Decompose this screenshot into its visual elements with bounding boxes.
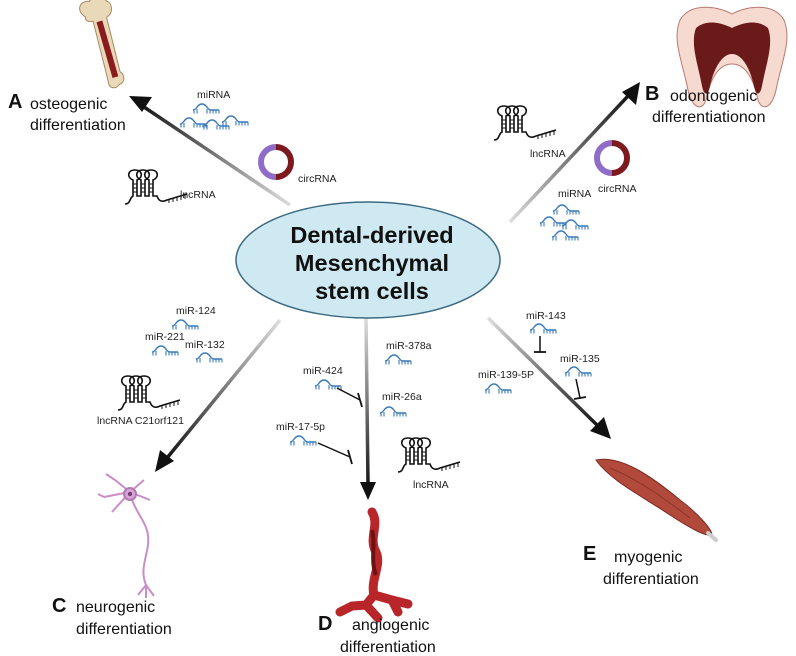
inhibition-bar: [347, 449, 353, 465]
muscle-icon: [595, 458, 718, 542]
mirna-icon: [379, 406, 407, 418]
panel-c: miR-124 miR-221 miR-132 lncRNA C21orf121…: [52, 305, 225, 638]
panel-a: A osteogenic differentiation miRNA circR…: [8, 0, 337, 205]
arrow-to-angiogenic: [364, 317, 370, 484]
mirna-icon: [289, 435, 317, 447]
neuron-icon: [97, 473, 155, 598]
arrowhead-neurogenic: [155, 450, 174, 472]
panel-c-mir132-label: miR-132: [185, 339, 225, 351]
panel-b-mirna-label: miRNA: [558, 188, 591, 200]
mirna-icon: [202, 119, 230, 131]
panel-a-lncrna-label: lncRNA: [180, 189, 216, 201]
arrowhead-osteogenic: [129, 96, 152, 112]
panel-e-mir143-label: miR-143: [526, 310, 566, 322]
bone-icon: [79, 0, 125, 89]
panel-b-letter: B: [645, 83, 659, 105]
inhibition-bar: [573, 396, 587, 400]
mirna-icon: [564, 366, 592, 378]
mirna-icon: [179, 117, 207, 129]
panel-d-mir378a-label: miR-378a: [386, 340, 432, 352]
arrow-to-myogenic: [486, 316, 600, 428]
mirna-icon: [171, 319, 199, 331]
inhibition-icon: [575, 378, 581, 399]
arrowhead-odontogenic: [622, 82, 640, 105]
lncrna-icon: [397, 437, 461, 473]
arrow-to-odontogenic: [508, 94, 630, 224]
arrow-to-neurogenic: [165, 318, 282, 460]
panel-e-title-line1: myogenic: [614, 549, 682, 566]
panel-d-mir424-label: miR-424: [303, 365, 343, 377]
center-ellipse: [235, 201, 501, 319]
tooth-icon: [676, 6, 788, 108]
panel-d-letter: D: [318, 613, 332, 635]
mirna-icon: [151, 345, 179, 357]
mirna-icon: [551, 230, 579, 242]
center-title-line2: Mesenchymal: [295, 250, 449, 276]
center-title-line1: Dental-derived: [290, 222, 453, 248]
panel-a-letter: A: [8, 91, 22, 113]
mirna-icon: [529, 323, 557, 335]
panel-c-letter: C: [52, 595, 66, 617]
mirna-icon: [192, 103, 220, 115]
circrna-icon: [261, 147, 291, 177]
arrow-to-osteogenic: [143, 105, 291, 207]
circrna-icon: [597, 143, 627, 173]
panel-a-title-line1: osteogenic: [30, 96, 107, 113]
inhibition-icon: [317, 442, 351, 458]
panel-b-title-line1: odontogenic: [670, 88, 757, 105]
panel-b: B odontogenic differentiationon lncRNA c…: [493, 6, 788, 242]
panel-e-letter: E: [583, 543, 596, 565]
panel-b-title-line2: differentiationon: [652, 109, 766, 126]
center-title-line3: stem cells: [315, 278, 429, 304]
panel-c-lncrna-label: lncRNA C21orf121: [97, 415, 184, 427]
inhibition-icon: [336, 387, 361, 401]
panel-a-title-line2: differentiation: [30, 117, 126, 134]
inhibition-bar: [357, 392, 363, 408]
arrowhead-myogenic: [590, 417, 611, 439]
lncrna-icon: [124, 169, 188, 205]
panel-d-title-line2: differentiation: [340, 639, 436, 656]
panel-e-mir139-label: miR-139-5P: [478, 369, 534, 381]
mirna-icon: [195, 352, 223, 364]
panel-d-mir17-label: miR-17-5p: [276, 421, 325, 433]
panel-b-circrna-label: circRNA: [598, 183, 637, 195]
mirna-icon: [384, 354, 412, 366]
arrowhead-angiogenic: [360, 482, 376, 500]
center-cell-group: Dental-derived Mesenchymal stem cells: [235, 201, 501, 319]
panel-c-title-line2: differentiation: [76, 621, 172, 638]
panel-e-title-line2: differentiation: [603, 571, 699, 588]
mirna-icon: [221, 115, 249, 127]
lncrna-icon: [493, 105, 557, 141]
lncrna-icon: [117, 375, 181, 411]
panel-d-lncrna-label: lncRNA: [413, 479, 449, 491]
mirna-icon: [539, 216, 567, 228]
mirna-icon: [484, 383, 512, 395]
panel-e-mir135-label: miR-135: [560, 353, 600, 365]
panel-e: miR-143 miR-135 miR-139-5P E myogenic di…: [478, 310, 718, 588]
panel-a-circrna-label: circRNA: [298, 173, 337, 185]
panel-a-mirna-label: miRNA: [197, 89, 230, 101]
blood-vessel-icon: [335, 507, 413, 623]
panel-b-lncrna-label: lncRNA: [530, 148, 566, 160]
panel-d-title-line1: angiogenic: [352, 617, 429, 634]
panel-c-mir221-label: miR-221: [145, 331, 185, 343]
arrows: [129, 82, 640, 500]
panel-d: miR-378a miR-424 miR-26a miR-17-5p lncRN…: [276, 340, 461, 656]
panel-c-title-line1: neurogenic: [76, 599, 155, 616]
panel-d-mir26a-label: miR-26a: [382, 391, 422, 403]
mirna-icon: [552, 204, 580, 216]
panel-c-mir124-label: miR-124: [176, 305, 216, 317]
